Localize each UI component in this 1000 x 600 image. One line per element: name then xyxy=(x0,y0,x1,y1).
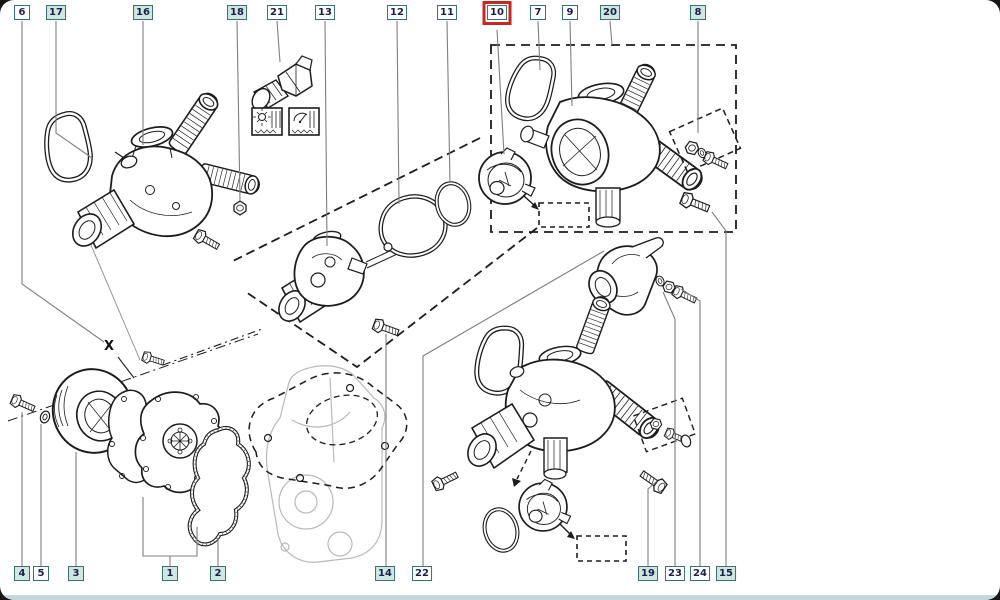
callout-6[interactable]: 6 xyxy=(14,5,30,20)
leader-19 xyxy=(647,480,658,566)
assembly-thermostat-housing-bottom-right xyxy=(430,237,699,562)
bottom-edge-bar xyxy=(0,595,1000,600)
assembly-thermostat-center xyxy=(278,181,472,340)
callout-14[interactable]: 14 xyxy=(375,566,395,581)
callout-5[interactable]: 5 xyxy=(33,566,49,581)
leader-18 xyxy=(236,20,241,201)
callout-2[interactable]: 2 xyxy=(210,566,226,581)
leader-10 xyxy=(496,29,505,155)
callout-12[interactable]: 12 xyxy=(387,5,407,20)
assembly-water-pump xyxy=(8,350,251,547)
engine-outline-ghost xyxy=(265,365,386,563)
callout-20[interactable]: 20 xyxy=(600,5,620,20)
callout-3[interactable]: 3 xyxy=(68,566,84,581)
fan-switch-icon xyxy=(251,107,283,136)
leader-6 xyxy=(21,21,105,343)
temp-gauge-icon xyxy=(288,107,320,136)
leader-17 xyxy=(55,21,93,159)
callout-16[interactable]: 16 xyxy=(133,5,153,20)
leader-24 xyxy=(680,288,701,566)
leader-7 xyxy=(537,20,541,71)
callout-7[interactable]: 7 xyxy=(530,5,546,20)
callout-13[interactable]: 13 xyxy=(315,5,335,20)
leader-13 xyxy=(324,20,328,247)
callout-24[interactable]: 24 xyxy=(690,566,710,581)
callout-9[interactable]: 9 xyxy=(562,5,578,20)
callout-21[interactable]: 21 xyxy=(267,5,287,20)
callout-4[interactable]: 4 xyxy=(14,566,30,581)
leader-9 xyxy=(569,20,573,107)
leader-1-b xyxy=(170,527,198,557)
leader-lines xyxy=(21,20,727,566)
callout-18[interactable]: 18 xyxy=(227,5,247,20)
leader-12 xyxy=(396,20,400,205)
callout-17[interactable]: 17 xyxy=(46,5,66,20)
leader-11 xyxy=(446,20,451,184)
callout-10[interactable]: 10 xyxy=(487,5,507,20)
callout-23[interactable]: 23 xyxy=(665,566,685,581)
temp-sensor xyxy=(251,55,313,111)
callout-11[interactable]: 11 xyxy=(437,5,457,20)
leader-20 xyxy=(609,20,613,46)
assembly-thermostat-housing-left xyxy=(42,88,262,254)
leader-21 xyxy=(276,20,281,63)
engine-mount-dashed xyxy=(248,372,408,490)
leader-22 xyxy=(422,250,605,566)
callout-1[interactable]: 1 xyxy=(162,566,178,581)
x-marker: X xyxy=(104,339,115,354)
assembly-thermostat-housing-top-right xyxy=(478,44,742,233)
leader-15 xyxy=(711,211,727,566)
leader-23 xyxy=(662,291,676,566)
leader-1 xyxy=(142,497,171,566)
callout-19[interactable]: 19 xyxy=(638,566,658,581)
callout-22[interactable]: 22 xyxy=(412,566,432,581)
callout-15[interactable]: 15 xyxy=(716,566,736,581)
callout-8[interactable]: 8 xyxy=(690,5,706,20)
